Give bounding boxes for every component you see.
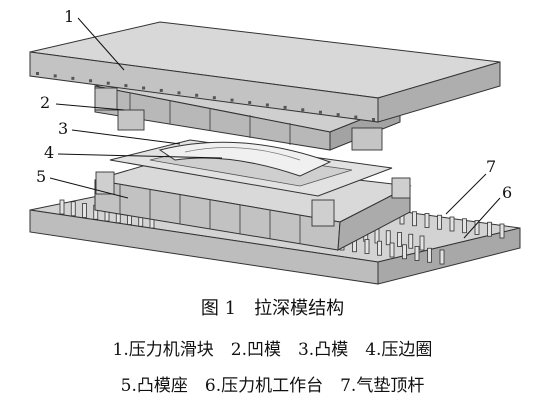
cushion-pin — [474, 220, 480, 235]
cushion-pin — [397, 232, 402, 247]
ram-bolt-hole — [230, 98, 234, 102]
ram-bolt-hole — [36, 72, 39, 75]
ram-bolt-hole — [265, 103, 269, 107]
punch-holder — [94, 157, 412, 251]
callout-7: 7 — [486, 157, 496, 176]
ram-bolt-hole — [354, 115, 358, 119]
ram-bolt-hole — [53, 74, 57, 78]
cushion-pin — [385, 230, 391, 246]
ram-bolt-hole — [212, 96, 216, 100]
figure-legend-line-2: 5.凸模座 6.压力机工作台 7.气垫顶杆 — [120, 376, 425, 396]
cushion-pin — [82, 203, 87, 218]
cushion-pin — [424, 213, 430, 228]
cushion-pin — [427, 247, 432, 263]
figure-caption-title: 图 1 拉深模结构 — [200, 298, 345, 319]
ram-bolt-hole — [301, 108, 305, 112]
cushion-pin — [419, 235, 425, 251]
figure-legend-line-1: 1.压力机滑块 2.凹模 3.凸模 4.压边圈 — [112, 340, 433, 360]
cushion-pin — [414, 246, 420, 261]
callout-5: 5 — [36, 167, 46, 186]
callout-6: 6 — [502, 183, 512, 202]
ram-bolt-hole — [177, 91, 181, 95]
cushion-pin — [364, 239, 370, 254]
cushion-pin — [59, 199, 65, 215]
callout-4: 4 — [44, 143, 54, 162]
cushion-pin — [462, 218, 467, 234]
cushion-pin — [439, 249, 445, 265]
press-ram-plate — [29, 21, 501, 123]
cushion-pin — [408, 233, 414, 249]
ram-bolt-hole — [142, 86, 146, 90]
ram-bolt-hole — [336, 113, 340, 117]
callout-2: 2 — [40, 93, 50, 112]
cushion-pin — [70, 201, 76, 217]
cushion-pin — [389, 242, 395, 258]
callout-leaders — [49, 17, 501, 239]
ram-bolt-hole — [372, 118, 375, 121]
cushion-pin — [402, 244, 407, 260]
die-assembly-figure: 1 2 3 4 5 7 6 — [29, 7, 521, 285]
callout-1: 1 — [64, 7, 74, 26]
ram-bolt-hole — [283, 105, 287, 109]
ram-bolt-hole — [159, 88, 163, 92]
cushion-pin — [487, 221, 492, 237]
cushion-pin — [412, 211, 417, 227]
ram-bolt-hole — [106, 81, 110, 85]
ram-bolt-hole — [195, 93, 199, 97]
cushion-pin — [377, 240, 382, 256]
ram-bolt-hole — [318, 110, 322, 114]
ram-bolt-hole — [124, 84, 128, 88]
cushion-pin — [449, 216, 455, 232]
cushion-pin — [437, 214, 442, 230]
cushion-pin — [499, 223, 505, 239]
ram-bolt-hole — [89, 79, 93, 83]
ram-bolt-hole — [71, 76, 75, 80]
callout-3: 3 — [58, 119, 68, 138]
ram-bolt-hole — [248, 101, 252, 105]
